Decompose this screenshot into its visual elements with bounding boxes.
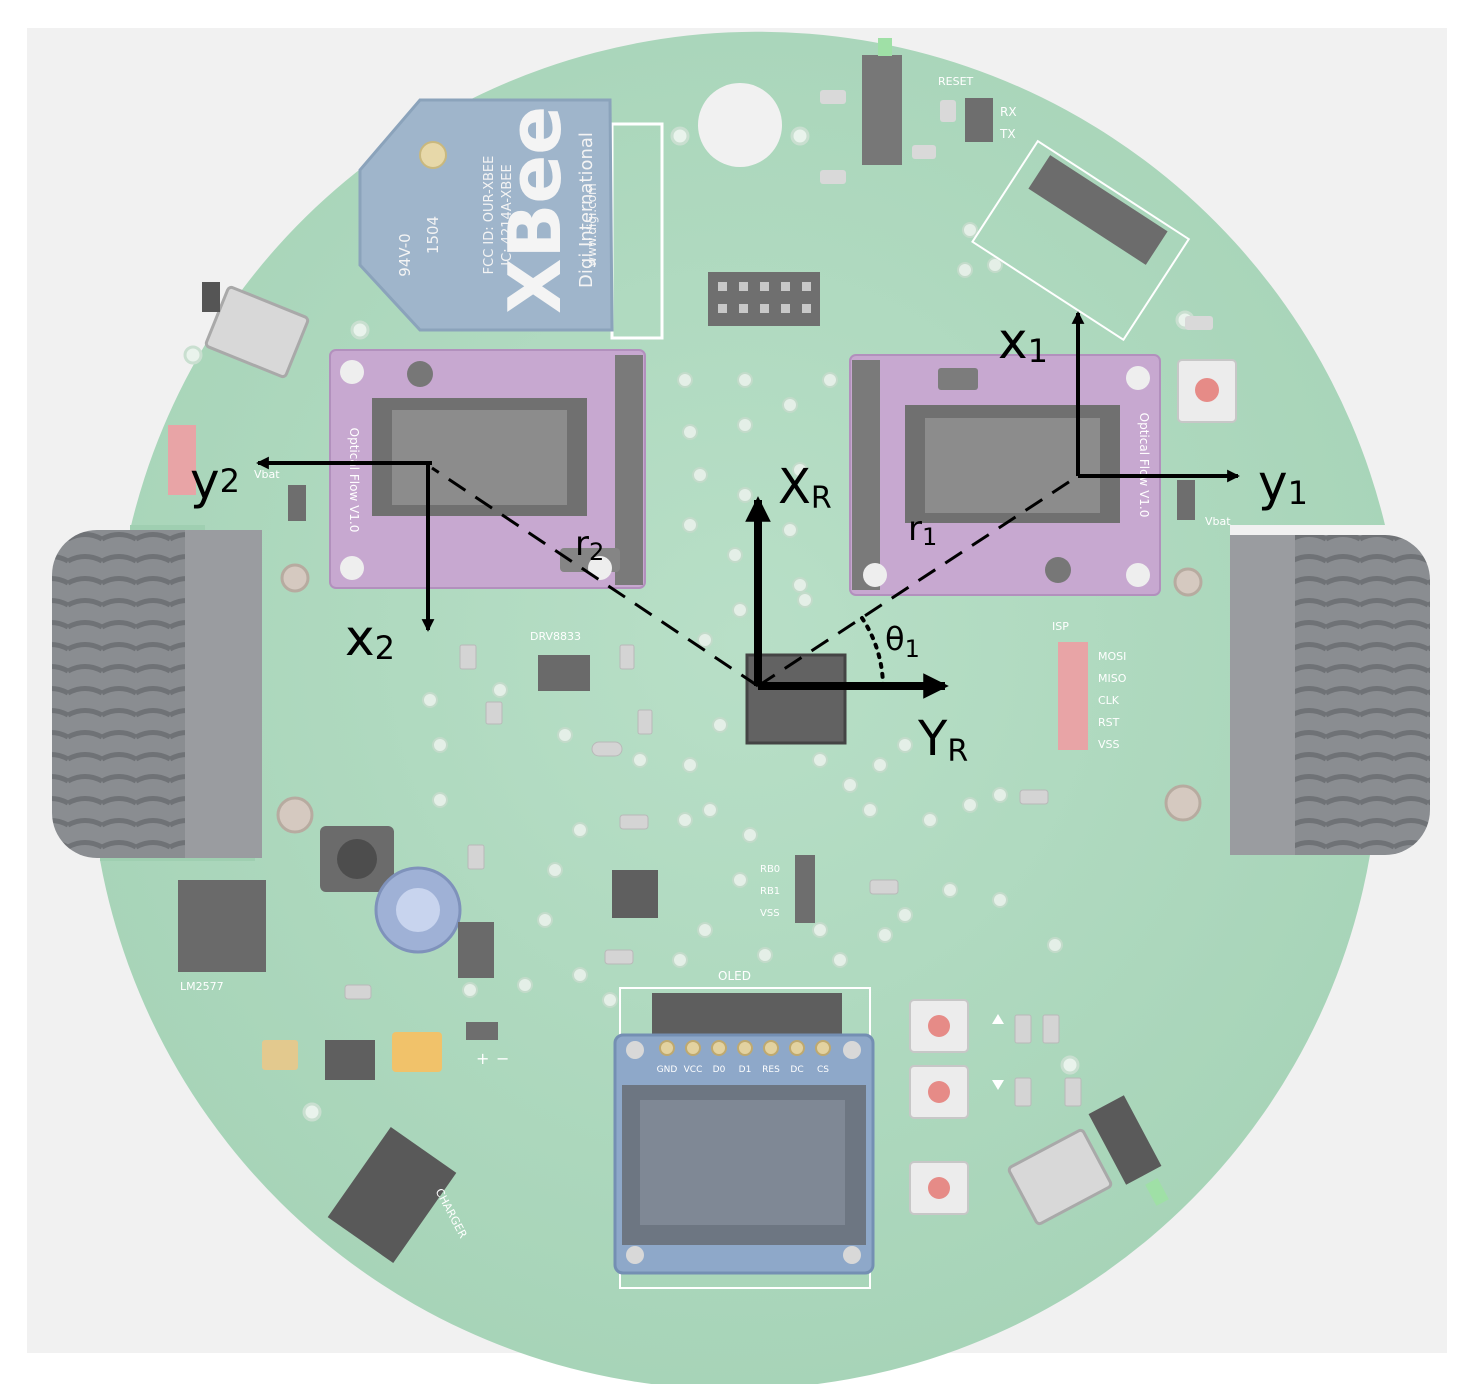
mid-pin-label: RB1: [760, 886, 780, 897]
driver-label: DRV8833: [530, 630, 581, 643]
xbee-maker: Digi International: [576, 132, 597, 288]
isp-pin-label: RST: [1098, 716, 1120, 729]
center-pin-header: [708, 272, 820, 326]
oled-pin: [815, 1040, 831, 1056]
oled-pin-label: RES: [762, 1065, 780, 1075]
oled-pin-label: CS: [817, 1065, 829, 1075]
oled-pin-label: VCC: [684, 1065, 703, 1075]
bottom-right-switch: [1007, 1095, 1169, 1226]
xbee-url: www.digi.com: [585, 183, 599, 267]
robot-y-label: YR: [917, 711, 968, 769]
plus-label: +: [476, 1049, 489, 1068]
r1-label: r1: [908, 509, 937, 551]
coordinate-overlay: XR YR x1 y1 y2 x2 r2 r1 θ1: [190, 311, 1308, 769]
oled-pin-label: D1: [739, 1065, 752, 1075]
isp-pin-label: CLK: [1098, 694, 1120, 707]
oled-label: OLED: [718, 969, 751, 983]
motor-driver-chip: DRV8833: [530, 630, 590, 691]
top-header: RESET RX TX: [820, 38, 1017, 184]
vbat-left: Vbat: [254, 468, 280, 481]
oled-pin: [685, 1040, 701, 1056]
r2-label: r2: [575, 524, 604, 566]
isp-pin-label: VSS: [1098, 738, 1120, 751]
sensor2-y-label: y2: [190, 452, 240, 510]
oled-pin-label: DC: [790, 1065, 803, 1075]
minus-label: −: [496, 1049, 509, 1068]
isp-pin-label: MOSI: [1098, 650, 1126, 663]
xbee-brand: XBee: [493, 106, 577, 314]
regulator-label: LM2577: [180, 980, 224, 993]
nav-buttons: [909, 999, 1004, 1215]
mid-pin-header: [795, 855, 815, 923]
isp-label: ISP: [1052, 620, 1069, 633]
optical-flow-sensor-right: Optical Flow V1.0: [849, 354, 1161, 596]
oled-pin-label: GND: [657, 1065, 678, 1075]
right-side-pins: Vbat: [1177, 480, 1231, 528]
oled-pin: [763, 1040, 779, 1056]
standoffs: [276, 563, 1203, 834]
eeprom-chip: [612, 870, 658, 918]
left-side-pins: Vbat: [168, 425, 306, 521]
left-wheel: [52, 530, 262, 858]
right-wheel: [1230, 535, 1430, 855]
xbee-code: 1504: [424, 216, 442, 254]
right-angle-header: [971, 139, 1191, 342]
xbee-cert: 94V-0: [396, 233, 414, 276]
oled-pin-row: GND VCC D0 D1 RES DC CS: [657, 1040, 831, 1075]
robot-x-label: XR: [778, 459, 832, 516]
tx-label: TX: [999, 127, 1016, 141]
rx-label: RX: [1000, 105, 1017, 119]
theta1-label: θ1: [885, 620, 920, 663]
oled-pin: [789, 1040, 805, 1056]
mounting-notch: [698, 83, 782, 167]
sensor1-x-label: x1: [998, 312, 1048, 370]
reset-label: RESET: [938, 75, 974, 88]
xbee-fcc: FCC ID: OUR-XBEE: [482, 156, 497, 275]
power-section: LM2577 + −: [178, 826, 509, 1080]
oled-pin: [659, 1040, 675, 1056]
vbat-right: Vbat: [1205, 515, 1231, 528]
xbee-ic: IC: 4214A-XBEE: [500, 164, 515, 265]
optical-flow-sensor-left: Optical Flow V1.0: [329, 349, 646, 589]
oled-pin: [711, 1040, 727, 1056]
top-right-button: [1177, 316, 1237, 423]
mid-pin-label: RB0: [760, 864, 780, 875]
r2-vector-line: [431, 466, 759, 688]
isp-pin-label: MISO: [1098, 672, 1127, 685]
via-holes: [422, 222, 1063, 1008]
optical-flow-right-label: Optical Flow V1.0: [1137, 413, 1151, 518]
oled-display: OLED GND VCC D0 D1 RES DC CS: [613, 969, 875, 1289]
sensor1-y-label: y1: [1258, 454, 1308, 512]
optical-flow-left-label: Optical Flow V1.0: [347, 428, 361, 533]
sensor2-x-label: x2: [345, 609, 395, 667]
smd-components: [344, 644, 1082, 1107]
xbee-module: XBee Digi International FCC ID: OUR-XBEE…: [358, 98, 664, 340]
isp-header: ISP: [1052, 620, 1088, 750]
oled-pin: [737, 1040, 753, 1056]
left-slide-switch: [202, 282, 310, 379]
oled-pin-label: D0: [713, 1065, 726, 1075]
mid-pin-label: VSS: [760, 908, 780, 919]
microcontroller-chip: [745, 653, 847, 745]
